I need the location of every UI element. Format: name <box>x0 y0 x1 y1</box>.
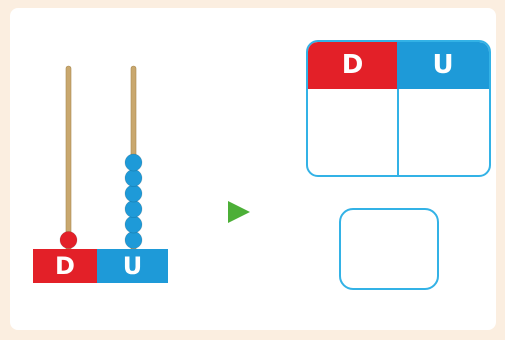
table-header-units: U <box>397 42 489 89</box>
units-bead <box>124 153 143 172</box>
units-bead <box>124 200 143 218</box>
abacus-units-label: U <box>97 249 168 283</box>
place-value-table: D U <box>306 40 491 177</box>
units-bead <box>124 184 143 203</box>
table-header-tens: D <box>308 42 397 89</box>
beads-layer <box>59 153 143 249</box>
units-bead <box>124 231 143 249</box>
abacus-tens-label: D <box>33 249 97 283</box>
table-divider <box>397 89 399 175</box>
units-bead <box>124 169 143 187</box>
units-bead <box>124 215 143 234</box>
tens-rod <box>65 65 72 252</box>
answer-box[interactable] <box>339 208 439 290</box>
table-cell-units[interactable] <box>399 89 489 175</box>
tens-bead <box>59 231 78 249</box>
play-arrow-icon <box>228 201 250 223</box>
table-cell-tens[interactable] <box>308 89 397 175</box>
